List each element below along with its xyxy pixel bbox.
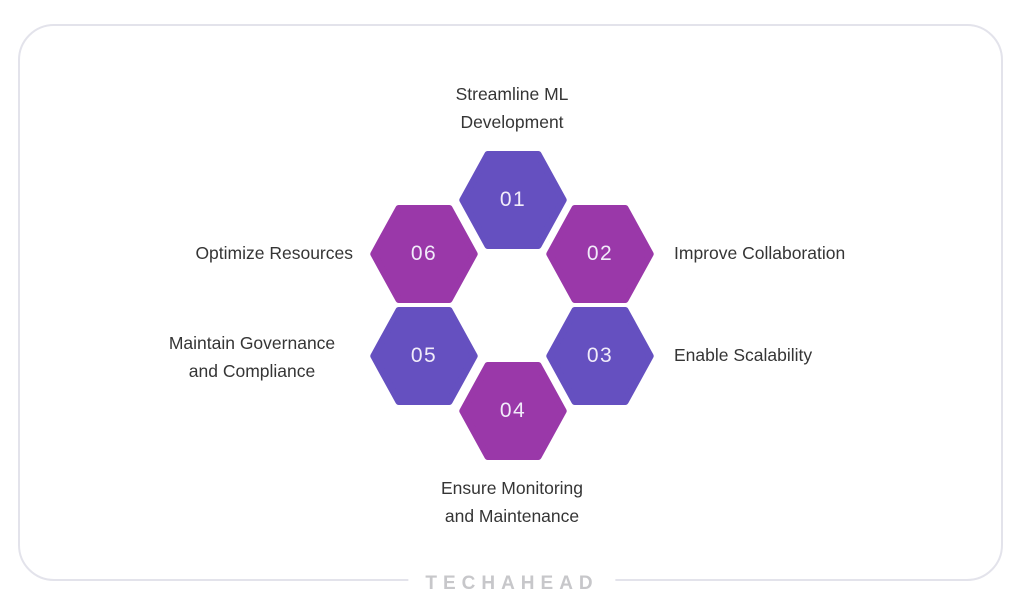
label-maintain-governance-compliance: Maintain Governance and Compliance	[132, 329, 372, 385]
step-number: 01	[499, 188, 527, 211]
label-improve-collaboration: Improve Collaboration	[674, 239, 845, 267]
step-number: 05	[410, 344, 438, 367]
hexagon-shape-icon	[546, 307, 654, 405]
label-line: Ensure Monitoring	[440, 478, 584, 498]
label-line: and Maintenance	[444, 506, 580, 526]
label-line: Enable Scalability	[674, 345, 813, 365]
label-line: Improve Collaboration	[674, 243, 846, 263]
hexagon-shape-icon	[546, 205, 654, 303]
hexagon-step-01: 01	[459, 151, 567, 249]
label-line: Maintain Governance	[168, 333, 336, 353]
step-number: 02	[586, 242, 614, 265]
step-number: 06	[410, 242, 438, 265]
hexagon-step-02: 02	[546, 205, 654, 303]
label-line: and Compliance	[188, 361, 316, 381]
label-line: Development	[460, 112, 564, 132]
hexagon-step-04: 04	[459, 362, 567, 460]
techahead-logo: TECHAHEAD	[408, 572, 616, 596]
step-number: 03	[586, 344, 614, 367]
card-frame	[18, 24, 1003, 581]
hexagon-shape-icon	[459, 362, 567, 460]
label-line: Streamline ML	[455, 84, 569, 104]
hexagon-shape-icon	[370, 307, 478, 405]
techahead-logo-text: TECHAHEAD	[425, 573, 599, 594]
hexagon-shape-icon	[459, 151, 567, 249]
hexagon-step-06: 06	[370, 205, 478, 303]
label-ensure-monitoring-maintenance: Ensure Monitoring and Maintenance	[362, 474, 662, 530]
hexagon-step-03: 03	[546, 307, 654, 405]
label-streamline-ml-development: Streamline ML Development	[362, 80, 662, 136]
hexagon-shape-icon	[370, 205, 478, 303]
label-enable-scalability: Enable Scalability	[674, 341, 812, 369]
hexagon-step-05: 05	[370, 307, 478, 405]
step-number: 04	[499, 399, 527, 422]
label-line: Optimize Resources	[195, 243, 353, 263]
label-optimize-resources: Optimize Resources	[93, 239, 353, 267]
